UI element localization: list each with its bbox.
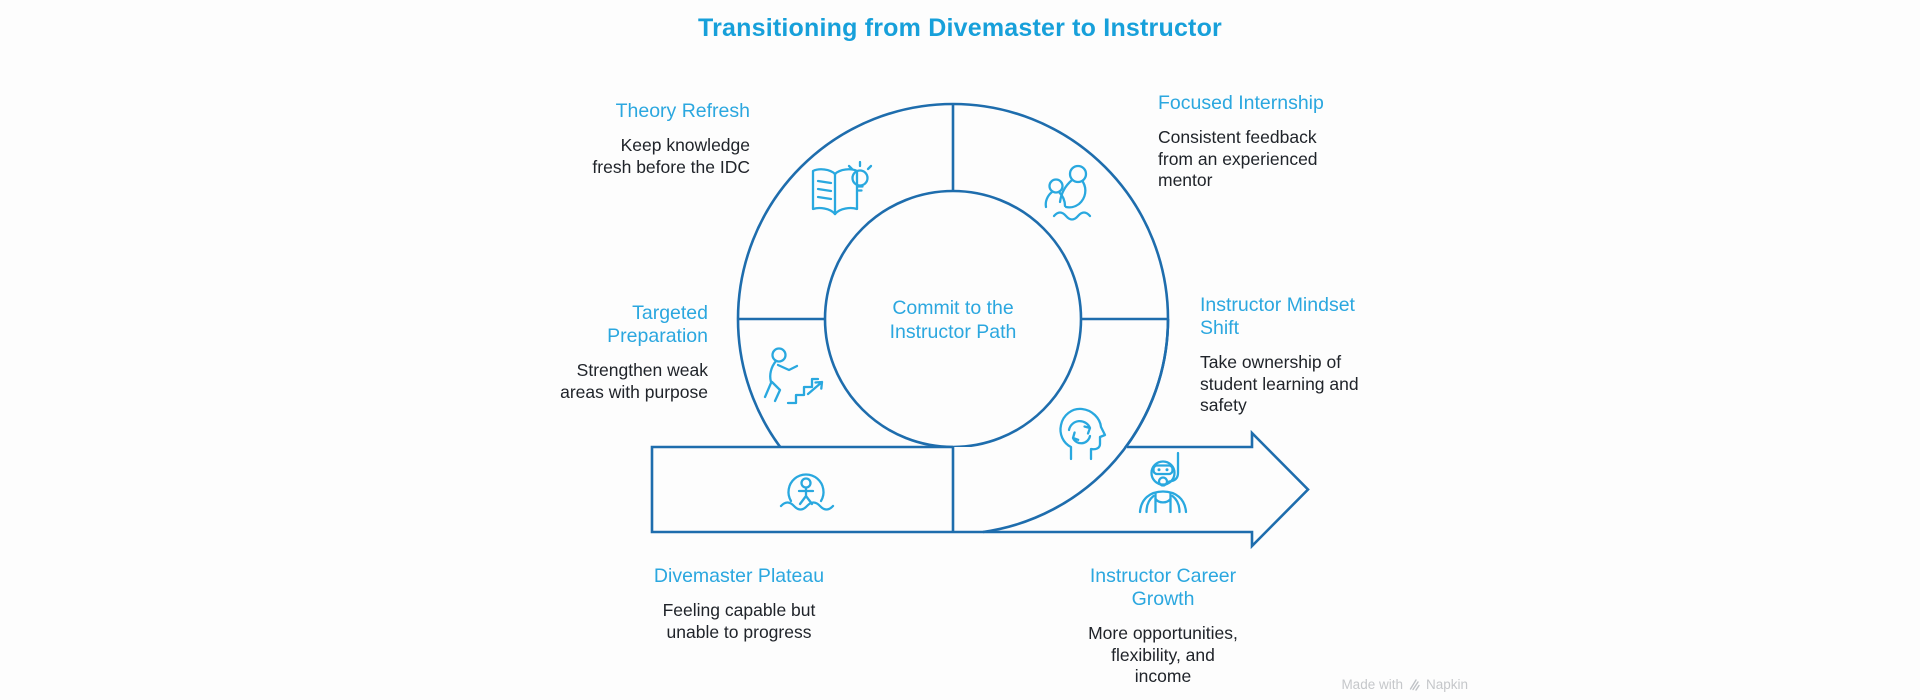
watermark-brand: Napkin	[1425, 677, 1468, 692]
stage-heading: Instructor Career Growth	[1089, 565, 1237, 610]
stage-description: Keep knowledge fresh before the IDC	[592, 135, 750, 177]
watermark-prefix: Made with	[1341, 677, 1403, 692]
person-in-ring-waves-icon	[779, 473, 835, 511]
stage-heading: Targeted Preparation	[607, 302, 708, 347]
stage-instructor-mindset-shift: Instructor Mindset Shift Take ownership …	[1200, 294, 1359, 417]
stage-description: Take ownership of student learning and s…	[1200, 352, 1359, 415]
book-lightbulb-icon	[811, 160, 873, 216]
mentor-swimmer-icon	[1044, 164, 1092, 221]
stage-instructor-career-growth: Instructor Career Growth More opportunit…	[1088, 565, 1238, 688]
stage-divemaster-plateau: Divemaster Plateau Feeling capable but u…	[654, 565, 824, 643]
napkin-watermark: Made with Napkin	[1341, 677, 1468, 692]
stage-heading: Instructor Mindset Shift	[1200, 294, 1355, 339]
stage-heading: Focused Internship	[1158, 92, 1324, 114]
climb-stairs-icon	[763, 347, 824, 405]
stage-targeted-preparation: Targeted Preparation Strengthen weak are…	[560, 302, 708, 403]
stage-description: Consistent feedback from an experienced …	[1158, 127, 1318, 190]
stage-theory-refresh: Theory Refresh Keep knowledge fresh befo…	[592, 100, 750, 178]
head-refresh-icon	[1059, 407, 1107, 461]
process-arrow-fill	[652, 433, 1308, 546]
process-arrow-outline	[650, 429, 1310, 550]
napkin-logo-icon	[1409, 679, 1420, 691]
stage-focused-internship: Focused Internship Consistent feedback f…	[1158, 92, 1324, 192]
scuba-diver-icon	[1138, 451, 1188, 514]
stage-description: Strengthen weak areas with purpose	[560, 360, 708, 402]
page-title: Transitioning from Divemaster to Instruc…	[698, 14, 1222, 42]
stage-heading: Theory Refresh	[615, 100, 750, 122]
ring-arc-over-arrow	[982, 318, 1170, 534]
stage-description: Feeling capable but unable to progress	[662, 600, 816, 642]
stage-description: More opportunities, flexibility, and inc…	[1088, 623, 1238, 686]
center-commitment-label: Commit to the Instructor Path	[889, 297, 1017, 343]
stage-heading: Divemaster Plateau	[653, 565, 825, 587]
